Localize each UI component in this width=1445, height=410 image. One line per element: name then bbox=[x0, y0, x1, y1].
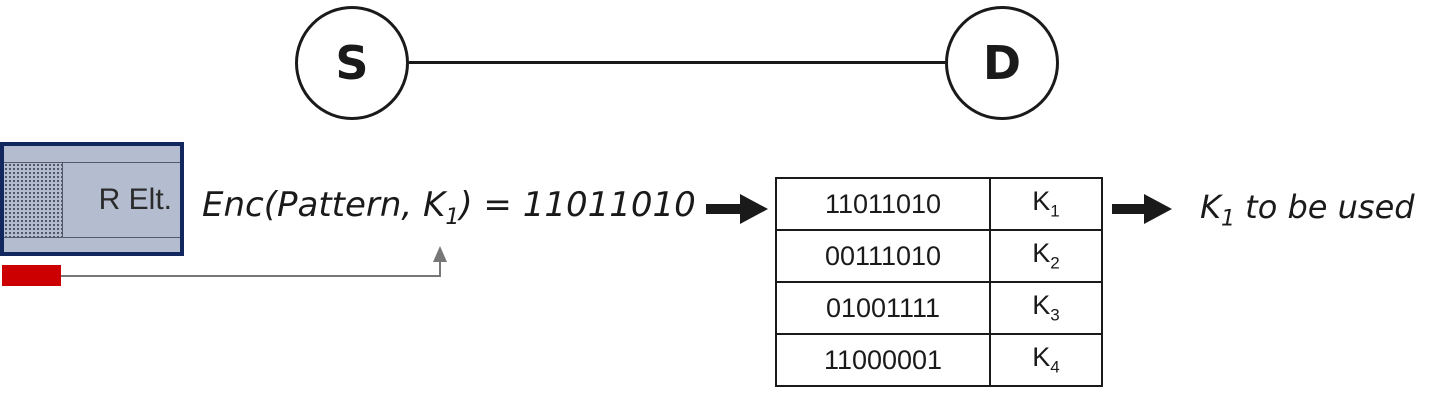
link-line bbox=[409, 61, 945, 64]
feedback-arrow-head bbox=[433, 246, 447, 262]
table-row: 11011010 K1 bbox=[775, 177, 1103, 231]
result-key: K bbox=[1200, 188, 1221, 226]
element-top-divider bbox=[4, 162, 180, 163]
feedback-arrow-line bbox=[61, 258, 441, 277]
equation-key-subscript: 1 bbox=[445, 204, 460, 230]
destination-node-label: D bbox=[982, 36, 1022, 90]
key-letter: K bbox=[1032, 238, 1051, 269]
element-box: R Elt. bbox=[0, 142, 184, 256]
result-text: K1 to be used bbox=[1200, 188, 1415, 231]
key-cell: K1 bbox=[989, 177, 1103, 231]
key-letter: K bbox=[1032, 290, 1051, 321]
source-node-label: S bbox=[335, 36, 369, 90]
equation-prefix: Enc(Pattern, K bbox=[202, 185, 446, 225]
key-lookup-table: 11011010 K1 00111010 K2 01001111 K3 1100… bbox=[775, 177, 1103, 387]
table-row: 00111010 K2 bbox=[775, 229, 1103, 283]
source-node: S bbox=[295, 6, 409, 120]
key-letter: K bbox=[1032, 186, 1051, 217]
key-cell: K2 bbox=[989, 229, 1103, 283]
key-cell: K4 bbox=[989, 333, 1103, 387]
result-key-subscript: 1 bbox=[1220, 206, 1235, 232]
destination-node: D bbox=[945, 6, 1059, 120]
arrow-right-icon bbox=[706, 194, 768, 224]
pattern-cell: 11011010 bbox=[775, 177, 991, 231]
pattern-marker bbox=[2, 265, 61, 286]
key-subscript: 4 bbox=[1050, 357, 1060, 377]
key-subscript: 3 bbox=[1050, 305, 1060, 325]
element-pattern-region bbox=[4, 163, 63, 237]
pattern-cell: 11000001 bbox=[775, 333, 991, 387]
equation-suffix: ) = 11011010 bbox=[459, 185, 696, 225]
key-subscript: 1 bbox=[1050, 201, 1060, 221]
table-row: 01001111 K3 bbox=[775, 281, 1103, 335]
element-label: R Elt. bbox=[98, 183, 172, 216]
key-subscript: 2 bbox=[1050, 253, 1060, 273]
element-bottom-divider bbox=[4, 237, 180, 238]
result-suffix: to be used bbox=[1234, 188, 1415, 226]
encryption-equation: Enc(Pattern, K1) = 11011010 bbox=[202, 185, 696, 230]
pattern-cell: 01001111 bbox=[775, 281, 991, 335]
arrow-right-icon bbox=[1112, 194, 1172, 224]
table-row: 11000001 K4 bbox=[775, 333, 1103, 387]
key-cell: K3 bbox=[989, 281, 1103, 335]
key-letter: K bbox=[1032, 342, 1051, 373]
pattern-cell: 00111010 bbox=[775, 229, 991, 283]
